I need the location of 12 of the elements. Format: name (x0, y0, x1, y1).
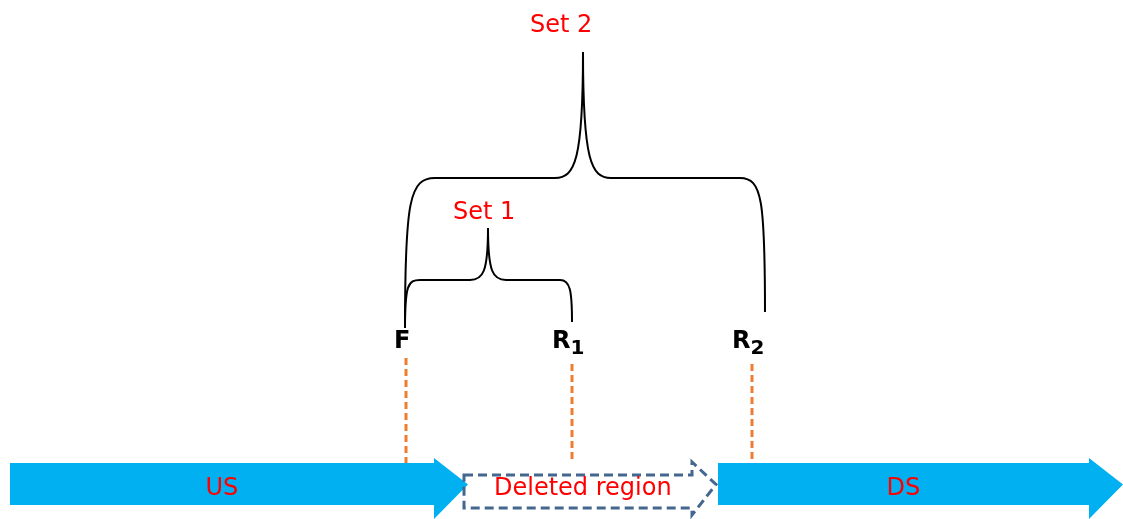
region-label: Deleted region (494, 472, 672, 501)
block-arrow-shape (10, 458, 468, 519)
dashed-line (404, 358, 408, 463)
dashed-arrow-shape (462, 458, 720, 519)
primer-label: R$_{1}$ (552, 326, 592, 362)
primer-label: R$_{2}$ (732, 326, 772, 362)
bracket-label: Set 2 (530, 10, 593, 38)
block-arrow-shape (718, 458, 1123, 519)
bracket-label: Set 1 (453, 197, 516, 225)
region-label: DS (886, 472, 921, 501)
primer-label: F (394, 326, 418, 356)
region-label: US (205, 472, 239, 501)
